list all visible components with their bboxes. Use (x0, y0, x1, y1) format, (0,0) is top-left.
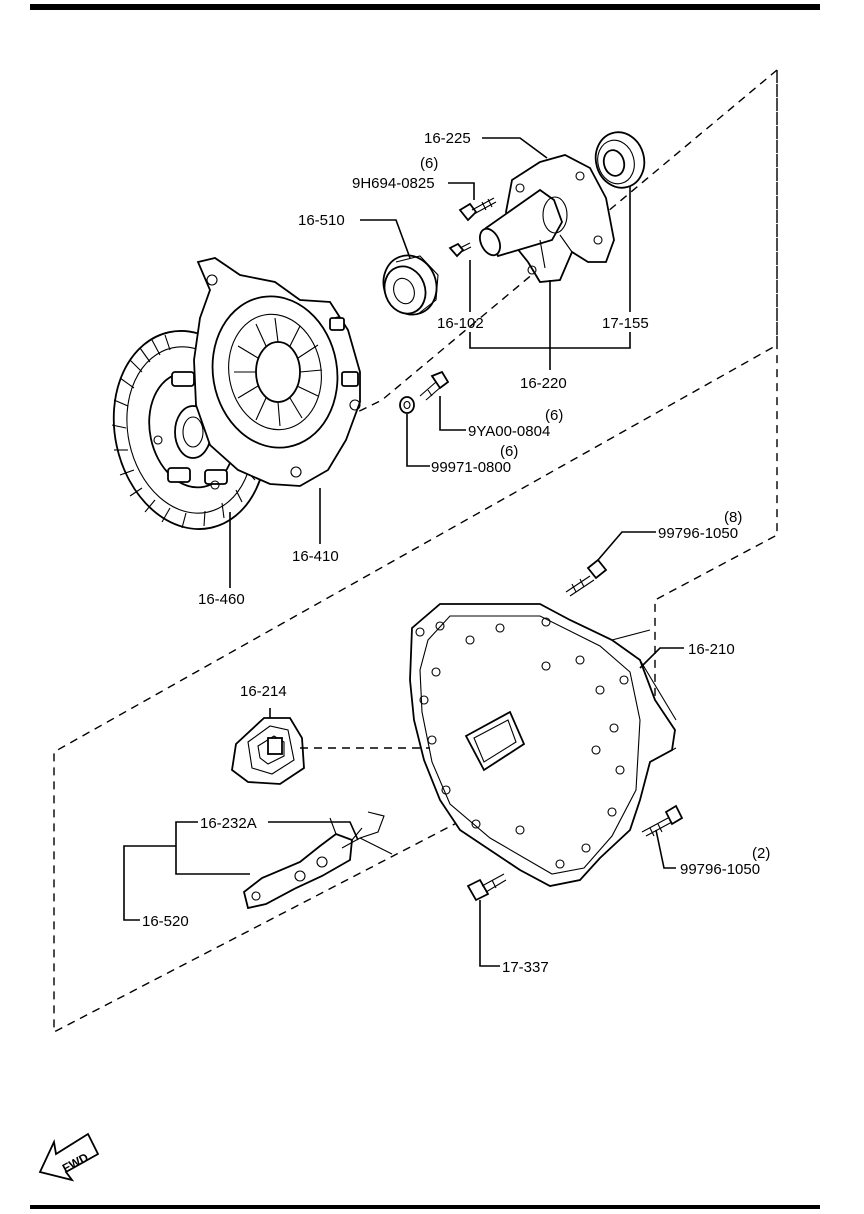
clutch-housing-icon (409, 603, 677, 887)
label-qty-9h694: (6) (420, 155, 438, 172)
label-qty-9ya00: (6) (545, 407, 563, 424)
label-99796-1050-upper: 99796-1050 (658, 525, 738, 542)
label-9h694-0825: 9H694-0825 (352, 175, 435, 192)
label-16-520: 16-520 (142, 913, 189, 930)
label-qty-99796-lower: (2) (752, 845, 770, 862)
label-16-220: 16-220 (520, 375, 567, 392)
label-99796-1050-lower: 99796-1050 (680, 861, 760, 878)
bolt-99796-lower-icon (641, 804, 684, 837)
bolt-17-337-icon (466, 873, 507, 902)
rubber-boot-icon (231, 717, 305, 785)
label-16-232a: 16-232A (200, 815, 257, 832)
assembly-boundary (53, 70, 778, 1034)
bolt-99796-upper-icon (565, 558, 608, 597)
label-16-214: 16-214 (240, 683, 287, 700)
label-99971-0800: 99971-0800 (431, 459, 511, 476)
release-collar-icon (479, 154, 615, 283)
bolt-9ya00-icon (419, 370, 450, 401)
label-16-102: 16-102 (437, 315, 484, 332)
label-16-210: 16-210 (688, 641, 735, 658)
label-16-510: 16-510 (298, 212, 345, 229)
label-qty-99796-upper: (8) (724, 509, 742, 526)
pressure-plate-icon (193, 257, 361, 487)
release-bearing-icon (382, 254, 439, 316)
leader-lines (123, 137, 684, 967)
bottom-border-bar (30, 1205, 820, 1209)
bearing-icon (594, 131, 646, 189)
label-9ya00-0804: 9YA00-0804 (468, 423, 550, 440)
label-17-155: 17-155 (602, 315, 649, 332)
clutch-disc-icon (111, 330, 268, 530)
fwd-arrow-icon: FWD (38, 1132, 100, 1182)
label-17-337: 17-337 (502, 959, 549, 976)
label-16-410: 16-410 (292, 548, 339, 565)
washer-99971-icon (399, 396, 415, 414)
release-fork-icon (242, 811, 393, 910)
bolt-9h694-icon (458, 197, 497, 222)
label-16-460: 16-460 (198, 591, 245, 608)
part-labels: 16-225 (6) 9H694-0825 16-510 16-102 17-1… (142, 130, 770, 976)
label-16-225: 16-225 (424, 130, 471, 147)
label-qty-99971: (6) (500, 443, 518, 460)
bolt-16-102-icon (448, 242, 472, 258)
top-border-bar (30, 4, 820, 10)
